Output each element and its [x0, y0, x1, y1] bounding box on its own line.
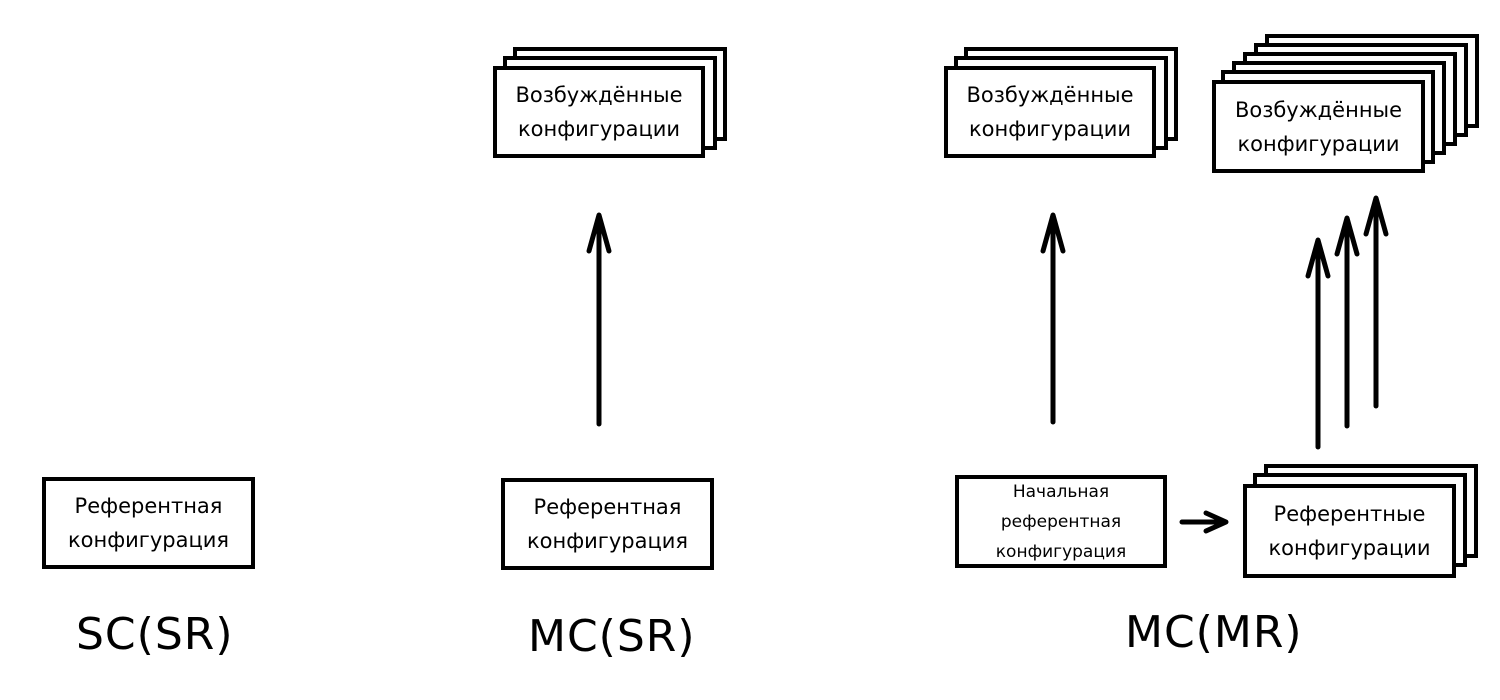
arrow-mc-mr-single-up — [1040, 212, 1066, 425]
mc-mr-initial-reference-box: Начальная референтная конфигурация — [955, 475, 1167, 568]
mc-sr-excited-box: Возбуждённые конфигурации — [493, 66, 705, 158]
mc-mr-references-box: Референтные конфигурации — [1243, 484, 1456, 578]
mc-mr-caption: MC(MR) — [1125, 607, 1303, 658]
mc-sr-caption: MC(SR) — [528, 611, 696, 662]
mc-mr-initial-reference-label: Начальная референтная конфигурация — [995, 481, 1127, 562]
mc-mr-excited-multi-box: Возбуждённые конфигурации — [1212, 80, 1425, 173]
mc-mr-excited-single-label: Возбуждённые конфигурации — [966, 83, 1134, 141]
sc-sr-reference-label: Референтная конфигурация — [67, 494, 230, 552]
sc-sr-reference-box: Референтная конфигурация — [42, 477, 255, 569]
arrow-mc-mr-multi-up-1 — [1305, 237, 1331, 450]
arrow-mc-mr-multi-up-3 — [1363, 195, 1389, 409]
mc-mr-excited-single-box: Возбуждённые конфигурации — [944, 66, 1156, 158]
sc-sr-caption: SC(SR) — [76, 609, 234, 660]
arrow-mc-sr-up — [586, 212, 612, 427]
mc-mr-excited-multi-label: Возбуждённые конфигурации — [1234, 97, 1403, 156]
mc-sr-reference-label: Референтная конфигурация — [526, 495, 689, 553]
mc-sr-reference-box: Референтная конфигурация — [501, 478, 714, 570]
mc-mr-references-label: Референтные конфигурации — [1268, 502, 1431, 560]
arrow-initial-to-references — [1179, 510, 1229, 534]
mc-sr-excited-label: Возбуждённые конфигурации — [515, 83, 683, 141]
arrow-mc-mr-multi-up-2 — [1334, 215, 1360, 429]
